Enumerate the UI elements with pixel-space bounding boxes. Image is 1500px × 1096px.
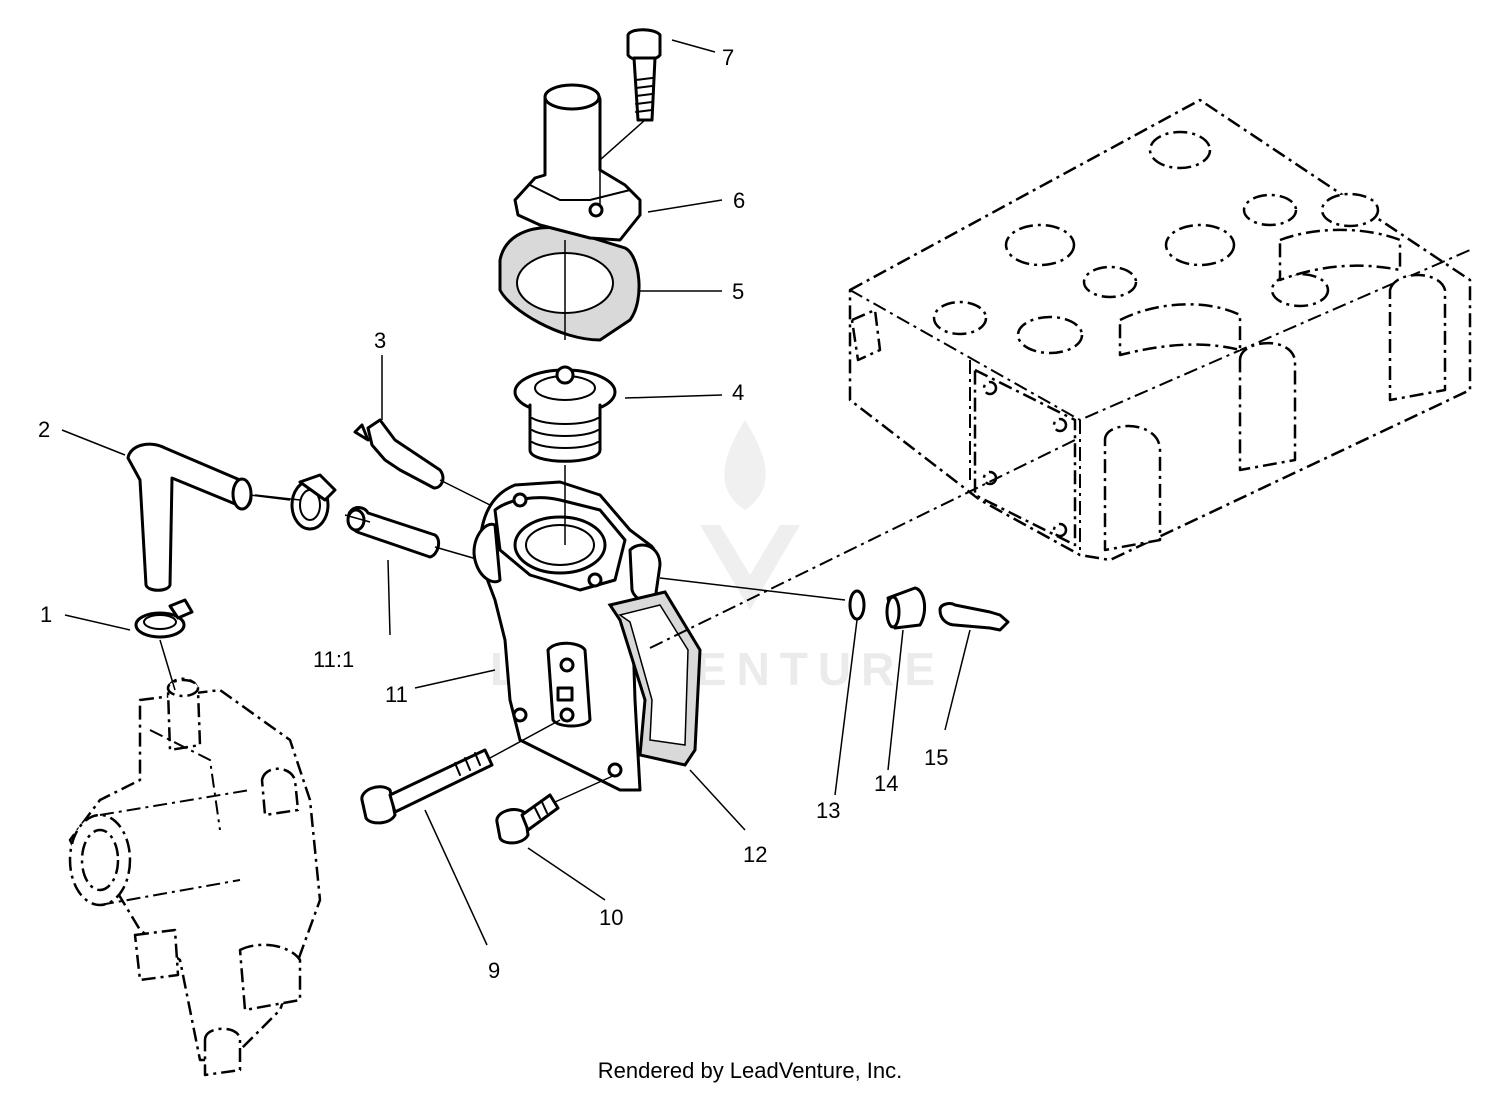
callout-3: 3	[374, 328, 386, 353]
hose-clamp-upper	[290, 473, 337, 531]
callout-11: 11	[385, 682, 408, 707]
footer-credit: Rendered by LeadVenture, Inc.	[597, 1058, 903, 1083]
callout-1: 1	[40, 602, 52, 627]
bolt-part-9	[360, 719, 561, 825]
pipe-part-11-1	[346, 506, 481, 561]
gasket-part-5	[498, 225, 641, 342]
callout-15: 15	[924, 745, 948, 770]
callout-12: 12	[743, 842, 767, 867]
callout-9: 9	[488, 958, 500, 983]
callout-leaders	[61, 39, 971, 946]
hose-clamp-part-1	[134, 598, 194, 691]
thermostat-cover-part-6	[513, 83, 642, 340]
sensor-part-15	[659, 577, 1010, 632]
callout-10: 10	[599, 905, 623, 930]
callout-6: 6	[733, 188, 745, 213]
alignment-line	[649, 439, 1076, 649]
callout-4: 4	[732, 380, 744, 405]
engine-block-ghost	[848, 98, 1472, 562]
callout-14: 14	[874, 771, 898, 796]
hose-part-2	[126, 442, 291, 592]
washer-part-13	[848, 589, 866, 621]
thermostat-part-4	[513, 365, 617, 545]
callout-11-1: 11:1	[313, 647, 354, 672]
callout-7: 7	[722, 45, 734, 70]
bolt-part-10	[495, 774, 616, 845]
thermostat-housing-part-11	[472, 480, 662, 792]
callout-labels: 1 2 3 4 5 6 7 9 10 11 11:1 12 13 14 15	[38, 45, 948, 983]
water-pump-ghost	[68, 677, 322, 1077]
callout-13: 13	[816, 798, 840, 823]
temperature-sender-part-3	[353, 418, 491, 506]
alignment-line-stub	[254, 494, 371, 523]
bolt-part-7	[599, 28, 662, 205]
plug-part-14	[885, 586, 927, 630]
callout-2: 2	[38, 417, 50, 442]
callout-5: 5	[732, 279, 744, 304]
